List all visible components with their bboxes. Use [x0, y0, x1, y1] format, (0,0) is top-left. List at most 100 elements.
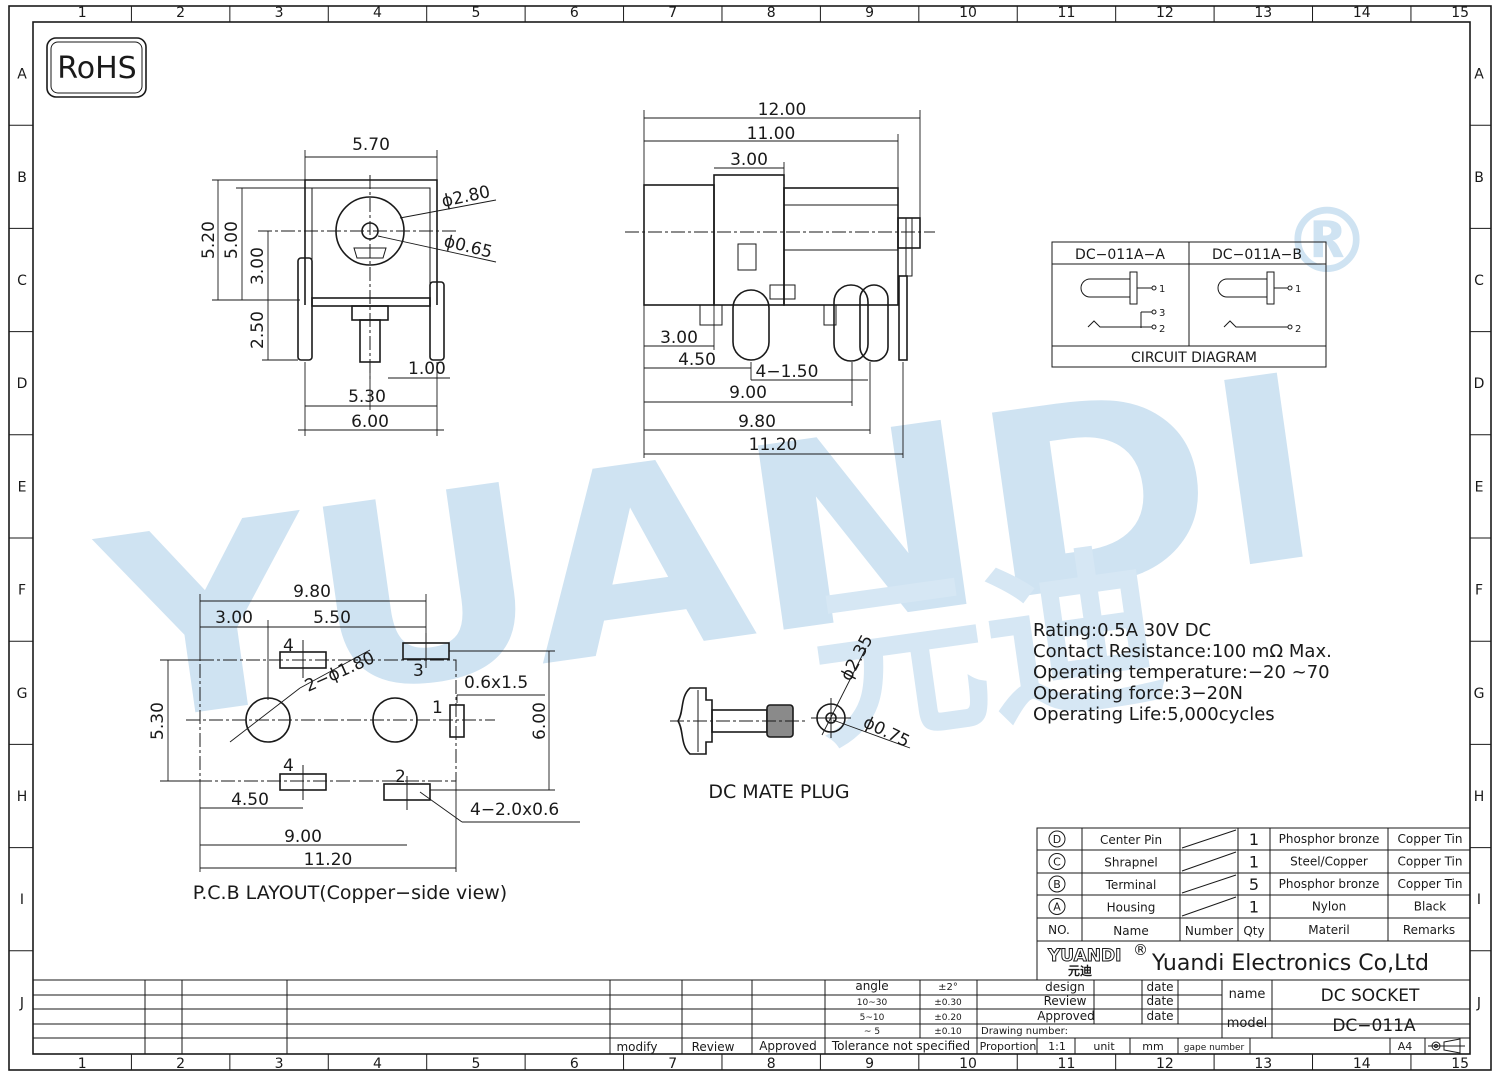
pcb-pin-4-bottom: 4 — [283, 756, 294, 776]
company-logo-reg: ® — [1133, 941, 1148, 959]
tb-review-col: Review — [692, 1040, 735, 1054]
frame-row-label-left: H — [17, 789, 28, 805]
tb-date-3: date — [1146, 1009, 1173, 1023]
tol-angle: angle — [855, 979, 888, 993]
frame-column-label: 8 — [767, 5, 776, 21]
bom-header-name: Name — [1113, 924, 1148, 938]
company-logo-cjk: 元迪 — [1068, 963, 1092, 978]
spec-line-3: Operating temperature:−20 ~70 — [1033, 662, 1330, 683]
title-block: YUANDI ® 元迪 Yuandi Electronics Co,Ltd de… — [33, 941, 1470, 1054]
tb-modify: modify — [616, 1040, 657, 1054]
frame-column-label: 12 — [1156, 1056, 1174, 1072]
spec-line-1: Rating:0.5A 30V DC — [1033, 620, 1211, 641]
circuit-a-pin-3: 3 — [1159, 308, 1165, 319]
pcb-layout: 4 3 1 4 2 9.80 3.00 5.50 5.30 6.00 0.6x1… — [148, 582, 580, 904]
tb-drawing-number: Drawing number: — [981, 1026, 1068, 1037]
frame-column-label: 11 — [1058, 1056, 1076, 1072]
frame-column-label: 12 — [1156, 5, 1174, 21]
bom-cell-material: Phosphor bronze — [1279, 832, 1380, 846]
pcb-dim-1120: 11.20 — [304, 850, 353, 870]
frame-column-label: 1 — [78, 5, 87, 21]
front-dim-d280: ϕ2.80 — [440, 182, 492, 212]
frame-row-label-left: J — [19, 995, 24, 1011]
front-dim-250: 2.50 — [248, 311, 268, 349]
bom-item-marker — [1048, 853, 1066, 870]
side-dim-1120: 11.20 — [749, 435, 798, 455]
bom-cell-remarks: Copper Tin — [1398, 832, 1463, 846]
frame-column-label: 9 — [865, 1056, 874, 1072]
side-dim-300: 3.00 — [660, 328, 698, 348]
frame-column-label: 14 — [1353, 1056, 1371, 1072]
bom-cell-name: Housing — [1107, 901, 1156, 915]
bom-header-remarks: Remarks — [1403, 923, 1455, 937]
frame-row-label-right: B — [1474, 170, 1484, 186]
circuit-caption: CIRCUIT DIAGRAM — [1131, 350, 1257, 366]
side-dim-980: 9.80 — [738, 412, 776, 432]
side-dim-4x150: 4−1.50 — [756, 362, 819, 382]
frame-row-label-left: E — [18, 479, 27, 495]
tol-r3-val: ±0.10 — [934, 1027, 962, 1037]
bom-cell-no: D — [1053, 833, 1061, 846]
tol-r2-val: ±0.20 — [934, 1013, 962, 1023]
frame-row-label-left: A — [17, 67, 27, 83]
side-dim-450: 4.50 — [678, 350, 716, 370]
frame-row-label-right: A — [1474, 67, 1484, 83]
frame-column-label: 5 — [471, 5, 480, 21]
frame-row-label-left: F — [18, 583, 26, 599]
rohs-badge: RoHS — [46, 37, 147, 98]
frame-row-label-left: B — [17, 170, 27, 186]
company-logo-text: YUANDI — [1047, 946, 1121, 966]
frame-row-label-right: I — [1477, 892, 1481, 908]
pcb-dim-550: 5.50 — [313, 608, 351, 628]
tol-r3: ~ 5 — [864, 1027, 880, 1037]
tol-r1-val: ±0.30 — [934, 998, 962, 1008]
tol-r2: 5~10 — [860, 1013, 885, 1023]
tb-name-label: name — [1229, 987, 1266, 1002]
pcb-dim-slot4: 4−2.0x0.6 — [470, 800, 559, 820]
frame-row-label-right: G — [1474, 686, 1485, 702]
frame-column-label: 3 — [275, 5, 284, 21]
tb-proportion: Proportion — [980, 1040, 1037, 1053]
circuit-diagram: DC−011A−A DC−011A−B 1 3 2 1 2 CIRCUIT DI… — [1051, 241, 1327, 368]
circuit-b-pin-1: 1 — [1295, 284, 1301, 295]
circuit-a-pin-1: 1 — [1159, 284, 1165, 295]
bom-header-qty: Qty — [1243, 924, 1264, 938]
bom-cell-material: Phosphor bronze — [1279, 877, 1380, 891]
tb-review: Review — [1044, 994, 1087, 1008]
tb-unit: unit — [1093, 1040, 1115, 1053]
frame-column-label: 2 — [176, 5, 185, 21]
circuit-a-pin-2: 2 — [1159, 324, 1165, 335]
circuit-col-b: DC−011A−B — [1212, 247, 1302, 263]
front-dim-600: 6.00 — [351, 412, 389, 432]
pcb-pin-4-top: 4 — [283, 636, 294, 656]
tb-date-2: date — [1146, 994, 1173, 1008]
front-dim-530: 5.30 — [348, 387, 386, 407]
front-dim-100: 1.00 — [408, 359, 446, 379]
tol-r1: 10~30 — [857, 998, 888, 1008]
circuit-col-a: DC−011A−A — [1075, 247, 1165, 263]
frame-column-label: 10 — [959, 5, 977, 21]
side-dim-1100: 11.00 — [747, 124, 796, 144]
pcb-dim-530: 5.30 — [148, 702, 168, 740]
bom-item-marker — [1048, 898, 1066, 915]
spec-line-4: Operating force:3−20N — [1033, 683, 1243, 704]
side-dim-900: 9.00 — [729, 383, 767, 403]
side-view: 12.00 11.00 3.00 3.00 4.50 4−1.50 9.00 9… — [625, 100, 935, 458]
bom-cell-remarks: Copper Tin — [1398, 877, 1463, 891]
pcb-pin-3: 3 — [413, 661, 424, 681]
front-view: 5.70 ϕ2.80 ϕ0.65 5.20 5.00 3.00 2.50 1.0… — [199, 135, 497, 436]
frame-row-label-left: G — [17, 686, 28, 702]
bom-cell-name: Shrapnel — [1104, 856, 1157, 870]
pcb-dim-980: 9.80 — [293, 582, 331, 602]
bom-cell-qty: 5 — [1249, 875, 1259, 894]
frame-row-label-right: E — [1475, 479, 1484, 495]
bom-cell-no: C — [1053, 856, 1061, 869]
bom-cell-qty: 1 — [1249, 853, 1259, 872]
side-dim-1200: 12.00 — [758, 100, 807, 120]
bom-cell-name: Terminal — [1105, 878, 1157, 892]
frame-column-label: 4 — [373, 5, 382, 21]
front-dim-570: 5.70 — [352, 135, 390, 155]
bom-item-marker — [1048, 830, 1066, 848]
